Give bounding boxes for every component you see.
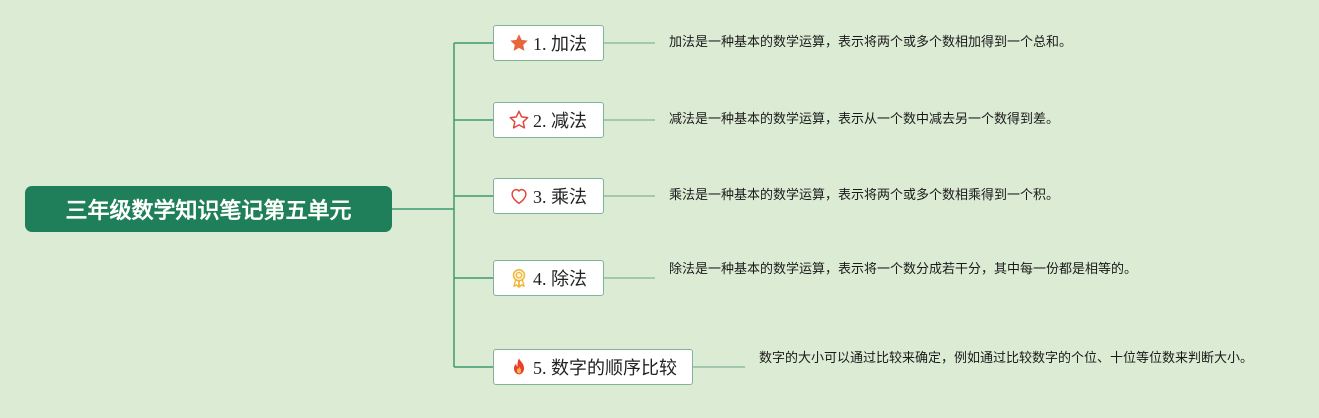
branch-description: 数字的大小可以通过比较来确定，例如通过比较数字的个位、十位等位数来判断大小。 [759, 351, 1254, 366]
branch-node-subtraction[interactable]: 2. 减法 [493, 102, 604, 138]
branch-description: 乘法是一种基本的数学运算，表示将两个或多个数相乘得到一个积。 [669, 188, 1060, 203]
award-ribbon-icon [508, 267, 530, 289]
branch-node-division[interactable]: 4. 除法 [493, 260, 604, 296]
fire-icon [508, 356, 530, 378]
branch-label: 2. 减法 [533, 111, 587, 131]
branch-node-multiplication[interactable]: 3. 乘法 [493, 178, 604, 214]
branch-node-addition[interactable]: 1. 加法 [493, 25, 604, 61]
heart-outline-icon [508, 185, 530, 207]
branch-description: 加法是一种基本的数学运算，表示将两个或多个数相加得到一个总和。 [669, 35, 1073, 50]
branch-description: 除法是一种基本的数学运算，表示将一个数分成若干分，其中每一份都是相等的。 [669, 262, 1138, 277]
branch-label: 4. 除法 [533, 269, 587, 289]
star-outline-icon [508, 109, 530, 131]
root-topic[interactable]: 三年级数学知识笔记第五单元 [25, 186, 392, 232]
branch-label: 3. 乘法 [533, 187, 587, 207]
root-title: 三年级数学知识笔记第五单元 [65, 199, 352, 224]
star-filled-icon [508, 32, 530, 54]
branch-label: 1. 加法 [533, 34, 587, 54]
branch-node-number-order[interactable]: 5. 数字的顺序比较 [493, 349, 693, 385]
branch-label: 5. 数字的顺序比较 [533, 358, 677, 378]
branch-description: 减法是一种基本的数学运算，表示从一个数中减去另一个数得到差。 [669, 112, 1060, 127]
